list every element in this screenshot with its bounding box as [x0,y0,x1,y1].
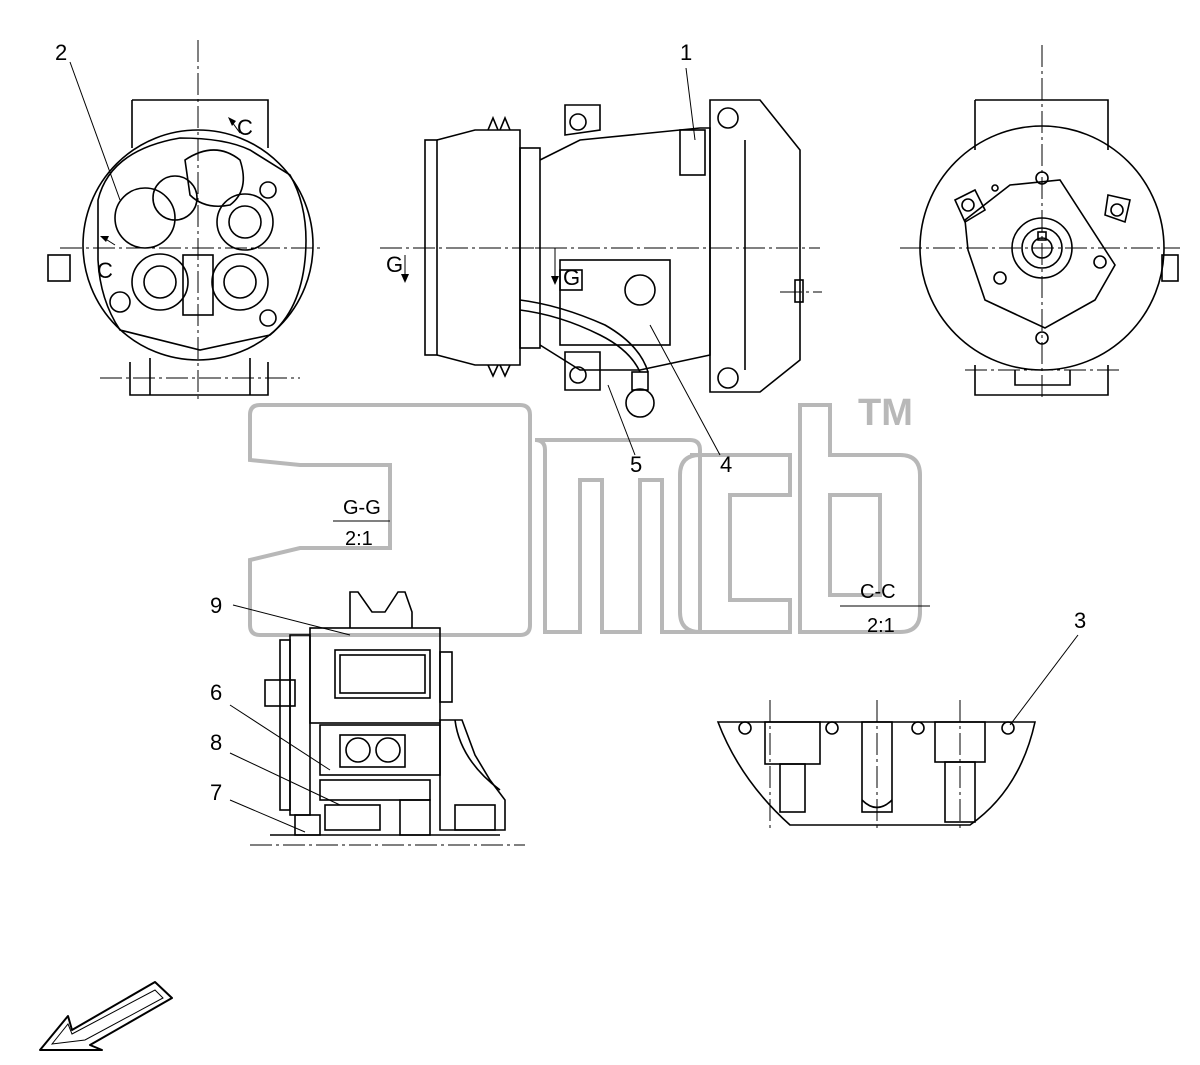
section-cc-scale: 2:1 [867,615,895,637]
section-gg-title: G-G [343,497,381,519]
callout-3: 3 [1074,608,1086,633]
callout-5: 5 [630,452,642,477]
callout-4: 4 [720,452,732,477]
section-cc-housing-detail: C-C 2:1 [716,581,1079,830]
left-view-rear-housing: C C [47,40,320,400]
section-gg-scale: 2:1 [345,528,373,550]
section-mark-g-right: G [563,265,580,290]
callout-8: 8 [210,730,222,755]
callout-7: 7 [210,780,222,805]
callout-9: 9 [210,593,222,618]
callout-6: 6 [210,680,222,705]
direction-arrow-icon[interactable] [39,981,173,1051]
section-mark-c-lower: C [97,258,113,283]
watermark-trademark: TM [858,392,913,434]
section-cc-title: C-C [860,581,896,603]
section-mark-g-left: G [386,252,403,277]
section-gg-clutch-detail: G-G 2:1 [229,497,525,846]
center-view-compressor-side: G G [380,67,822,456]
section-mark-c-upper: C [237,115,253,140]
callout-1: 1 [680,40,692,65]
watermark-logo: TM [248,392,922,637]
callout-2: 2 [55,40,67,65]
right-view-compressor-front [900,45,1180,400]
